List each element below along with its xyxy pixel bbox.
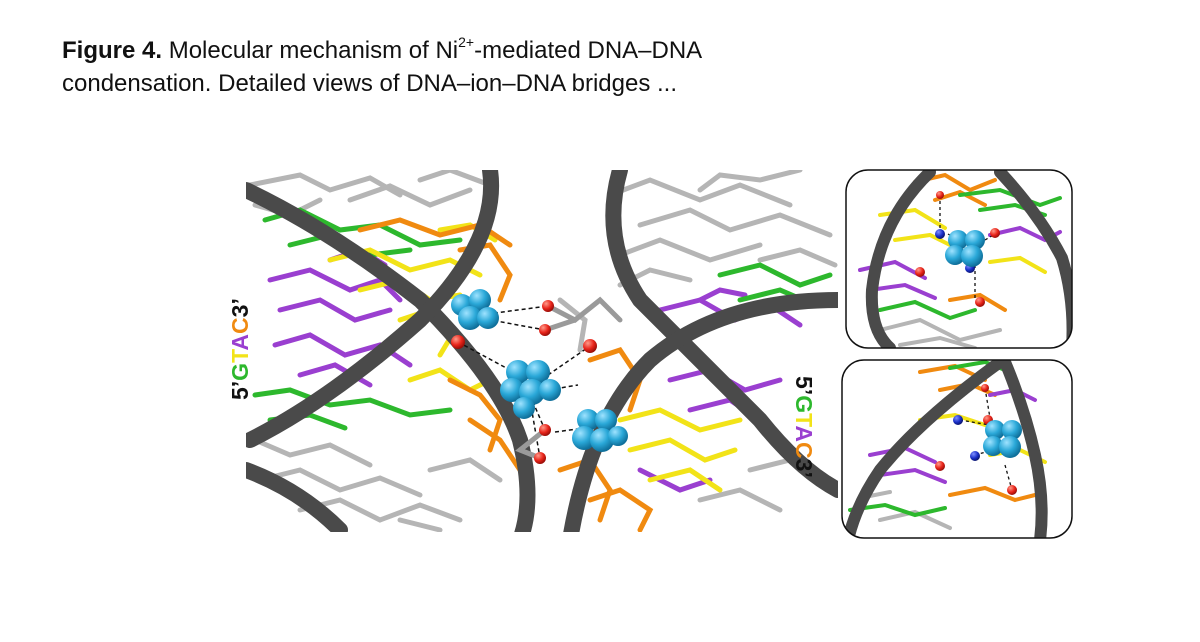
- seq-right-5prime: 5’: [791, 376, 817, 395]
- seq-left-3prime: 3’: [227, 298, 253, 317]
- oxygen-atoms: [451, 300, 597, 464]
- svg-text:5’GTAC3’: 5’GTAC3’: [791, 376, 817, 478]
- inset1-nickel-ion: [945, 230, 985, 267]
- seq-left-5prime: 5’: [227, 381, 253, 400]
- svg-text:5’GTAC3’: 5’GTAC3’: [227, 298, 253, 400]
- seq-right-a: A: [791, 425, 817, 442]
- inset2-nickel-ion: [983, 420, 1022, 458]
- coordination-bonds: [457, 305, 591, 459]
- sequence-label-right: 5’GTAC3’: [791, 376, 817, 478]
- nickel-ion-cluster-1: [451, 289, 499, 330]
- inset-panel-top: [845, 169, 1073, 349]
- seq-left-t: T: [227, 349, 253, 363]
- dna-backbone: [246, 170, 838, 532]
- caption-line-1: Figure 4. Molecular mechanism of Ni2+-me…: [62, 34, 1062, 67]
- caption-text-start: Molecular mechanism of Ni: [168, 37, 459, 64]
- figure-caption: Figure 4. Molecular mechanism of Ni2+-me…: [62, 34, 1062, 100]
- seq-right-g: G: [791, 395, 817, 413]
- seq-left-g: G: [227, 363, 253, 381]
- seq-left-a: A: [227, 334, 253, 351]
- seq-left-c: C: [227, 317, 253, 334]
- charge-superscript: 2+: [458, 34, 475, 50]
- yellow-thymine-bases: [327, 222, 743, 493]
- main-panel: [246, 170, 838, 532]
- caption-line-2: condensation. Detailed views of DNA–ion–…: [62, 70, 677, 97]
- inset-panel-bottom: [841, 359, 1073, 539]
- figure-label: Figure 4.: [62, 37, 163, 64]
- seq-right-c: C: [791, 442, 817, 459]
- caption-text-after: -mediated DNA–DNA: [474, 37, 703, 64]
- nickel-ion-cluster-3: [572, 409, 628, 452]
- seq-right-3prime: 3’: [791, 459, 817, 478]
- seq-right-t: T: [791, 413, 817, 427]
- nickel-ion-cluster-2: [500, 360, 561, 419]
- sequence-label-left: 5’GTAC3’: [227, 298, 253, 400]
